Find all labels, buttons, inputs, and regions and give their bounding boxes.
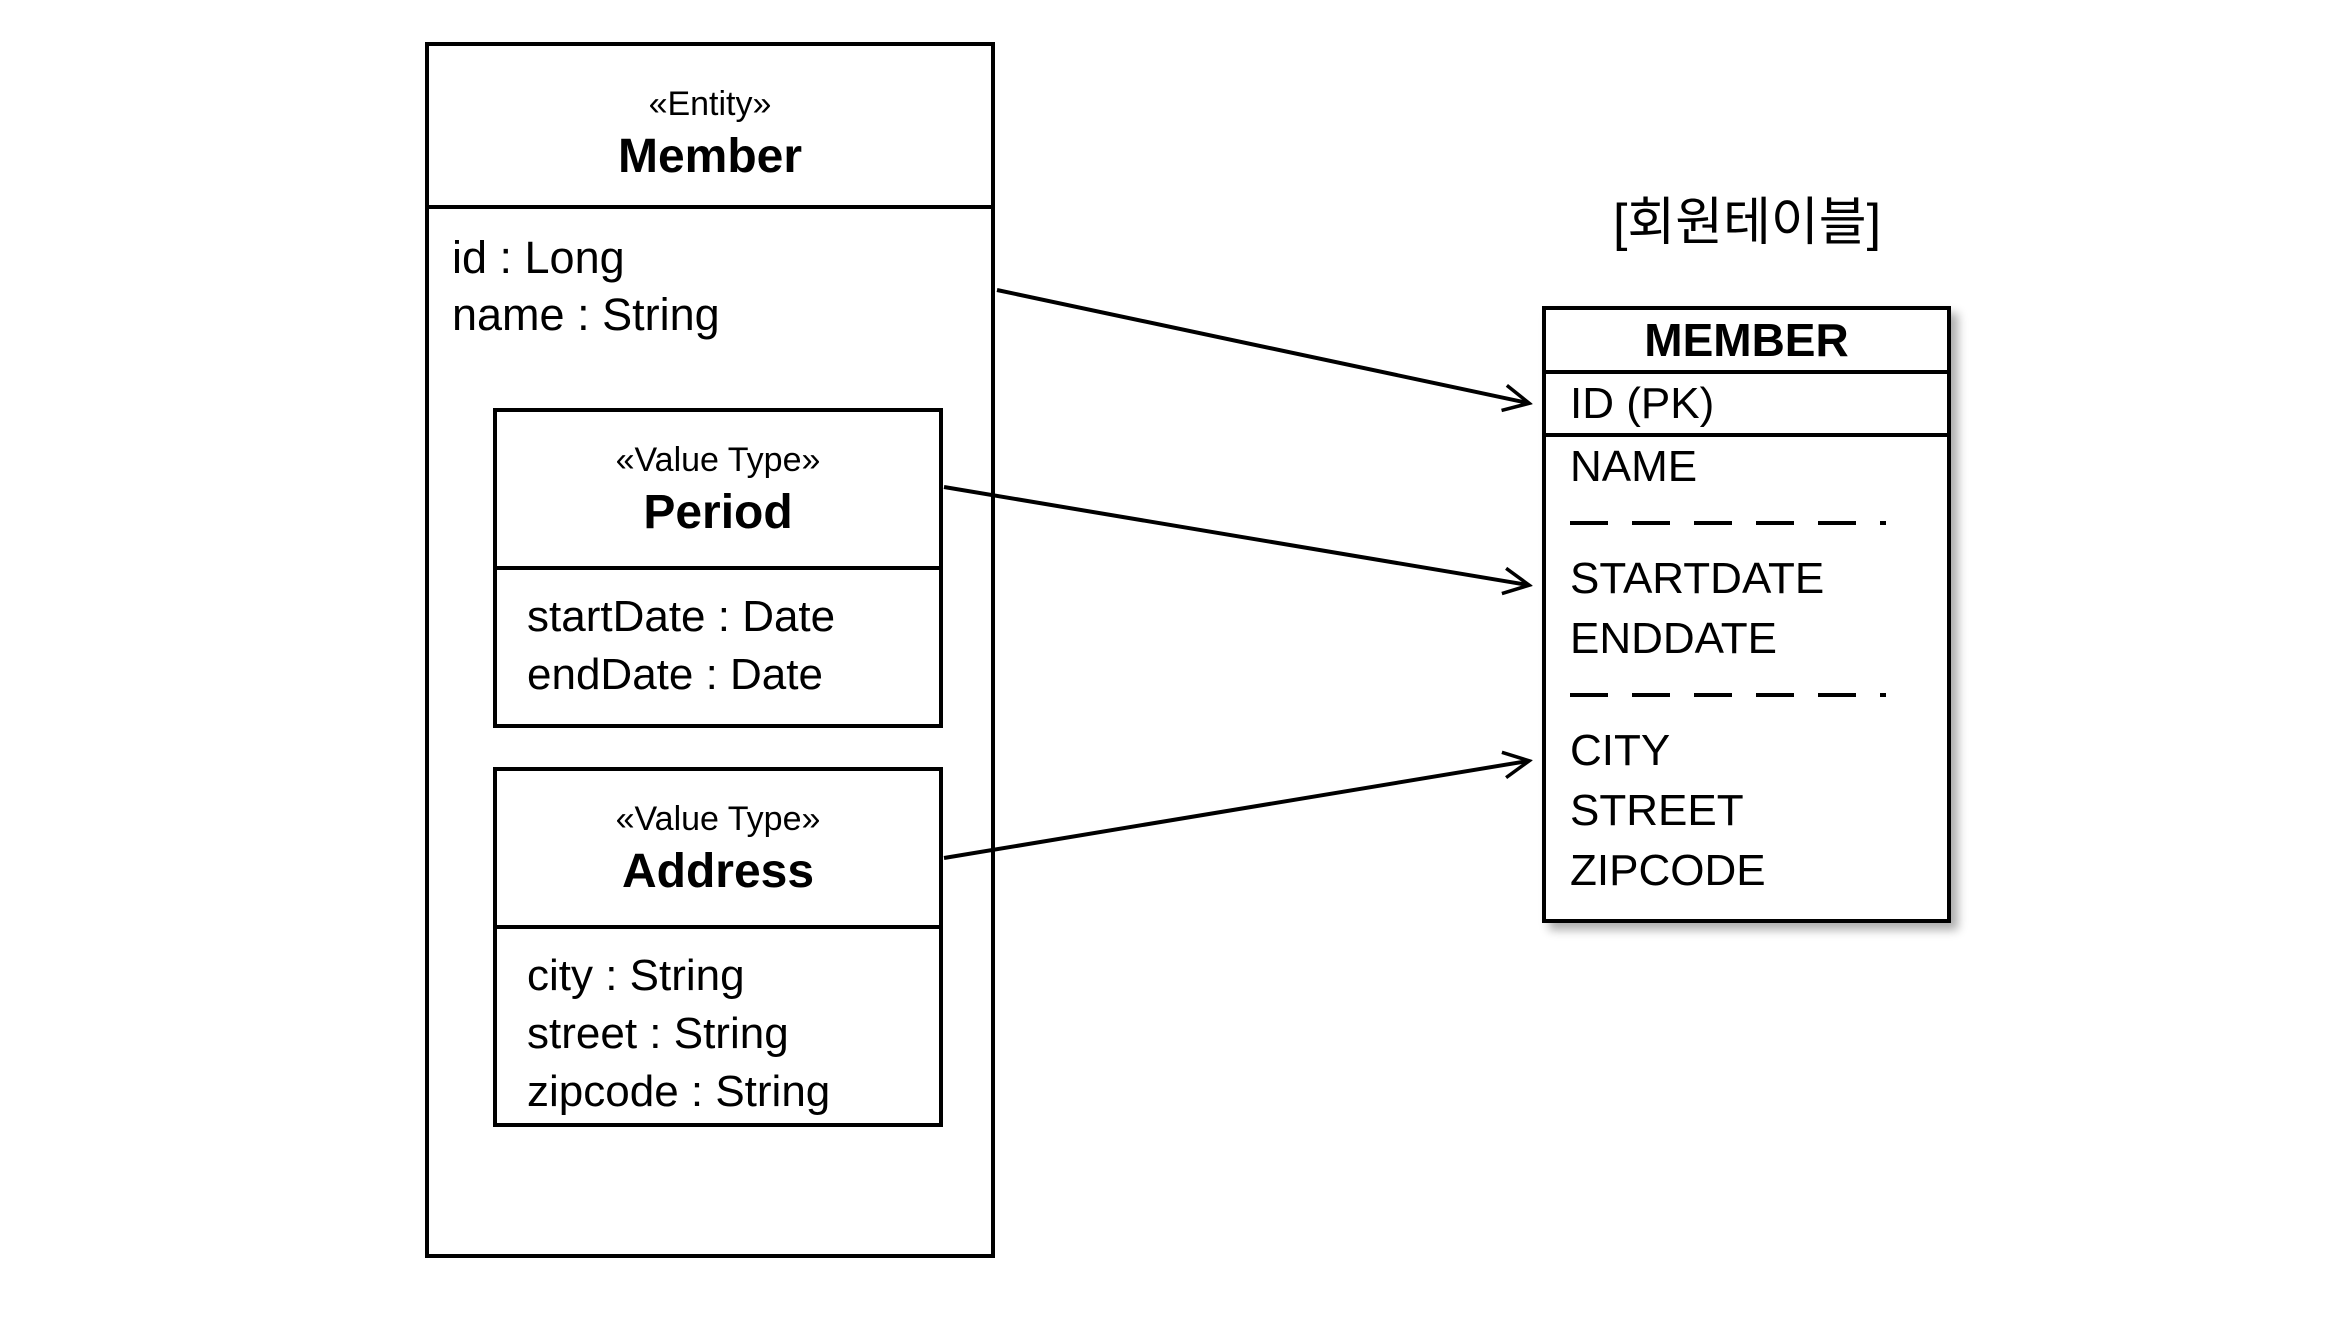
member-db-table: MEMBER ID (PK) NAME STARTDATE ENDDATE CITY S… [1542, 306, 1951, 923]
table-row: STREET [1570, 786, 1744, 835]
period-class-name: Period [643, 486, 793, 539]
period-stereotype: «Value Type» [615, 441, 821, 479]
address-attributes: city : String street : String zipcode : St… [497, 929, 939, 1121]
address-header: «Value Type» Address [497, 771, 939, 929]
address-class-name: Address [621, 845, 815, 898]
address-stereotype: «Value Type» [615, 800, 821, 838]
table-caption: [회원테이블] [1612, 194, 1882, 252]
table-row: ENDDATE [1570, 614, 1777, 663]
member-attributes: id : Long name : String [429, 209, 991, 343]
arrow-member-to-id [996, 288, 1528, 403]
address-valuetype-box: «Value Type» Address city : String street… [493, 767, 943, 1127]
db-pk-row: ID (PK) [1546, 374, 1947, 437]
table-row: NAME [1570, 442, 1698, 491]
attribute-row: name : String [452, 289, 720, 340]
attribute-row: city : String [527, 951, 745, 1000]
table-row: CITY [1570, 726, 1671, 775]
db-table-name: MEMBER [1546, 310, 1947, 374]
attribute-row: startDate : Date [527, 592, 836, 641]
dashed-separator [1570, 521, 1886, 525]
attribute-row: street : String [527, 1009, 789, 1058]
period-header: «Value Type» Period [497, 412, 939, 570]
db-table-body: NAME STARTDATE ENDDATE CITY STREET ZIPCODE [1546, 437, 1947, 919]
attribute-row: zipcode : String [527, 1067, 831, 1116]
member-stereotype: «Entity» [648, 85, 772, 123]
dashed-separator [1570, 693, 1886, 697]
period-attributes: startDate : Date endDate : Date [497, 570, 939, 704]
arrow-period-to-dates [943, 485, 1528, 585]
period-valuetype-box: «Value Type» Period startDate : Date endD… [493, 408, 943, 728]
attribute-row: id : Long [452, 232, 625, 283]
attribute-row: endDate : Date [527, 650, 823, 699]
member-class-name: Member [617, 130, 803, 183]
table-row: STARTDATE [1570, 554, 1825, 603]
arrow-address-to-address-columns [943, 761, 1528, 860]
member-entity-header: «Entity» Member [429, 46, 991, 209]
table-row: ZIPCODE [1570, 846, 1766, 895]
